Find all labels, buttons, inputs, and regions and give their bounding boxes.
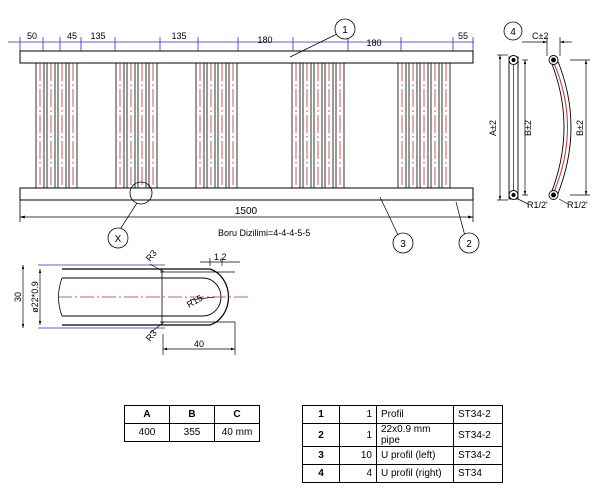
parts-row: 1 1 Profil ST34-2 bbox=[302, 405, 503, 424]
dim-value-a: 400 bbox=[124, 423, 170, 442]
parts-row: 4 4 U profil (right) ST34 bbox=[302, 464, 503, 483]
parts-row: 3 10 U profil (left) ST34-2 bbox=[302, 446, 503, 465]
dim-label-45: 45 bbox=[67, 31, 77, 41]
dim-header-c: C bbox=[214, 405, 260, 424]
tube-array bbox=[35, 62, 451, 189]
detail-x-balloon bbox=[107, 227, 129, 249]
c-dim-label: C±2 bbox=[532, 31, 548, 41]
parts-row: 2 1 22x0.9 mm pipe ST34-2 bbox=[302, 423, 503, 447]
part-number: 3 bbox=[302, 446, 340, 465]
dim-header-a: A bbox=[124, 405, 170, 424]
balloon-2 bbox=[458, 232, 480, 254]
radius-bottom-label: R3 bbox=[144, 328, 159, 343]
dim-label-180b: 180 bbox=[366, 38, 381, 48]
part-material: ST34-2 bbox=[453, 446, 503, 465]
b-dim-label-left: B±2 bbox=[523, 120, 533, 136]
a-dim-label: A±2 bbox=[488, 120, 498, 136]
thread-label-left: R1/2' bbox=[527, 200, 548, 210]
overall-length-dimension bbox=[19, 200, 474, 222]
dim-label-50: 50 bbox=[27, 31, 37, 41]
parts-list-table: 1 1 Profil ST34-2 2 1 22x0.9 mm pipe ST3… bbox=[302, 405, 503, 483]
part-description: U profil (left) bbox=[376, 446, 454, 465]
top-dimension-chain bbox=[8, 37, 474, 51]
balloon-4-label: 4 bbox=[510, 27, 516, 38]
dim-value-b: 355 bbox=[169, 423, 215, 442]
part-description: 22x0.9 mm pipe bbox=[376, 423, 454, 447]
dim-label-55: 55 bbox=[458, 31, 468, 41]
radiator-front-view bbox=[19, 50, 474, 201]
balloon-1-label: 1 bbox=[342, 25, 348, 36]
part-material: ST34 bbox=[453, 464, 503, 483]
part-quantity: 10 bbox=[339, 446, 377, 465]
length-40-label: 40 bbox=[194, 339, 204, 349]
balloon-2-label: 2 bbox=[466, 239, 472, 250]
radius-bend-label: R15 bbox=[185, 293, 204, 310]
b-dim-label-right: B±2 bbox=[575, 120, 585, 136]
part-number: 1 bbox=[302, 405, 340, 424]
dim-header-b: B bbox=[169, 405, 215, 424]
radius-top-label: R3 bbox=[144, 248, 159, 263]
overall-length-label: 1500 bbox=[235, 206, 258, 217]
part-number: 4 bbox=[302, 464, 340, 483]
balloon-1 bbox=[334, 18, 356, 40]
thread-label-right: R1/2' bbox=[567, 200, 588, 210]
detail-x-section bbox=[21, 258, 250, 355]
side-view-straight bbox=[497, 54, 529, 205]
dim-label-135a: 135 bbox=[90, 31, 105, 41]
part-number: 2 bbox=[302, 423, 340, 447]
part-quantity: 4 bbox=[339, 464, 377, 483]
pipe-diameter-label: ø22*0.9 bbox=[30, 281, 40, 313]
balloon-leaders bbox=[118, 33, 466, 237]
tube-arrangement-label: Boru Dizilimi=4-4-4-5-5 bbox=[218, 228, 310, 238]
part-material: ST34-2 bbox=[453, 423, 503, 447]
dim-label-135b: 135 bbox=[171, 31, 186, 41]
dim-value-c: 40 mm bbox=[214, 423, 260, 442]
part-material: ST34-2 bbox=[453, 405, 503, 424]
dim-label-180a: 180 bbox=[257, 35, 272, 45]
balloon-3 bbox=[392, 232, 414, 254]
top-collector-profile bbox=[19, 50, 474, 64]
detail-x-label: X bbox=[115, 234, 122, 245]
part-description: Profil bbox=[376, 405, 454, 424]
part-quantity: 1 bbox=[339, 423, 377, 447]
c-dimension bbox=[522, 37, 572, 56]
balloon-4 bbox=[503, 21, 523, 41]
part-quantity: 1 bbox=[339, 405, 377, 424]
dimension-table: A B C 400 355 40 mm bbox=[124, 405, 260, 442]
detail-x-area bbox=[129, 181, 153, 205]
part-description: U profil (right) bbox=[376, 464, 454, 483]
balloon-3-label: 3 bbox=[400, 239, 406, 250]
wall-thickness-label: 1,2 bbox=[214, 252, 227, 262]
side-view-curved bbox=[548, 55, 590, 205]
height-30-label: 30 bbox=[13, 292, 23, 302]
bottom-collector-profile bbox=[19, 187, 474, 201]
